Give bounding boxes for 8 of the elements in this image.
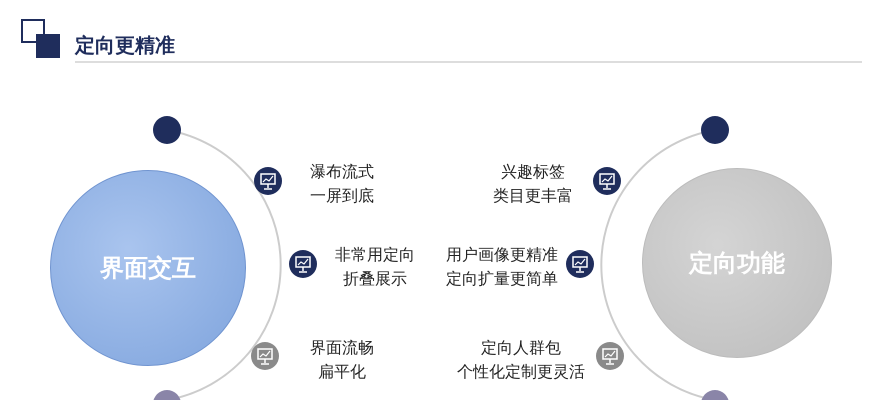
feature-text: 兴趣标签类目更丰富 xyxy=(492,161,574,207)
topic-label: 界面交互 xyxy=(100,253,196,284)
title: 定向更精准 xyxy=(75,32,175,59)
feature-text: 界面流畅扁平化 xyxy=(309,337,375,383)
feature-text: 瀑布流式一屏到底 xyxy=(309,161,375,207)
feature-text: 非常用定向折叠展示 xyxy=(334,244,416,290)
feature-text: 用户画像更精准定向扩量更简单 xyxy=(445,244,559,290)
feature-text: 定向人群包个性化定制更灵活 xyxy=(456,337,586,383)
